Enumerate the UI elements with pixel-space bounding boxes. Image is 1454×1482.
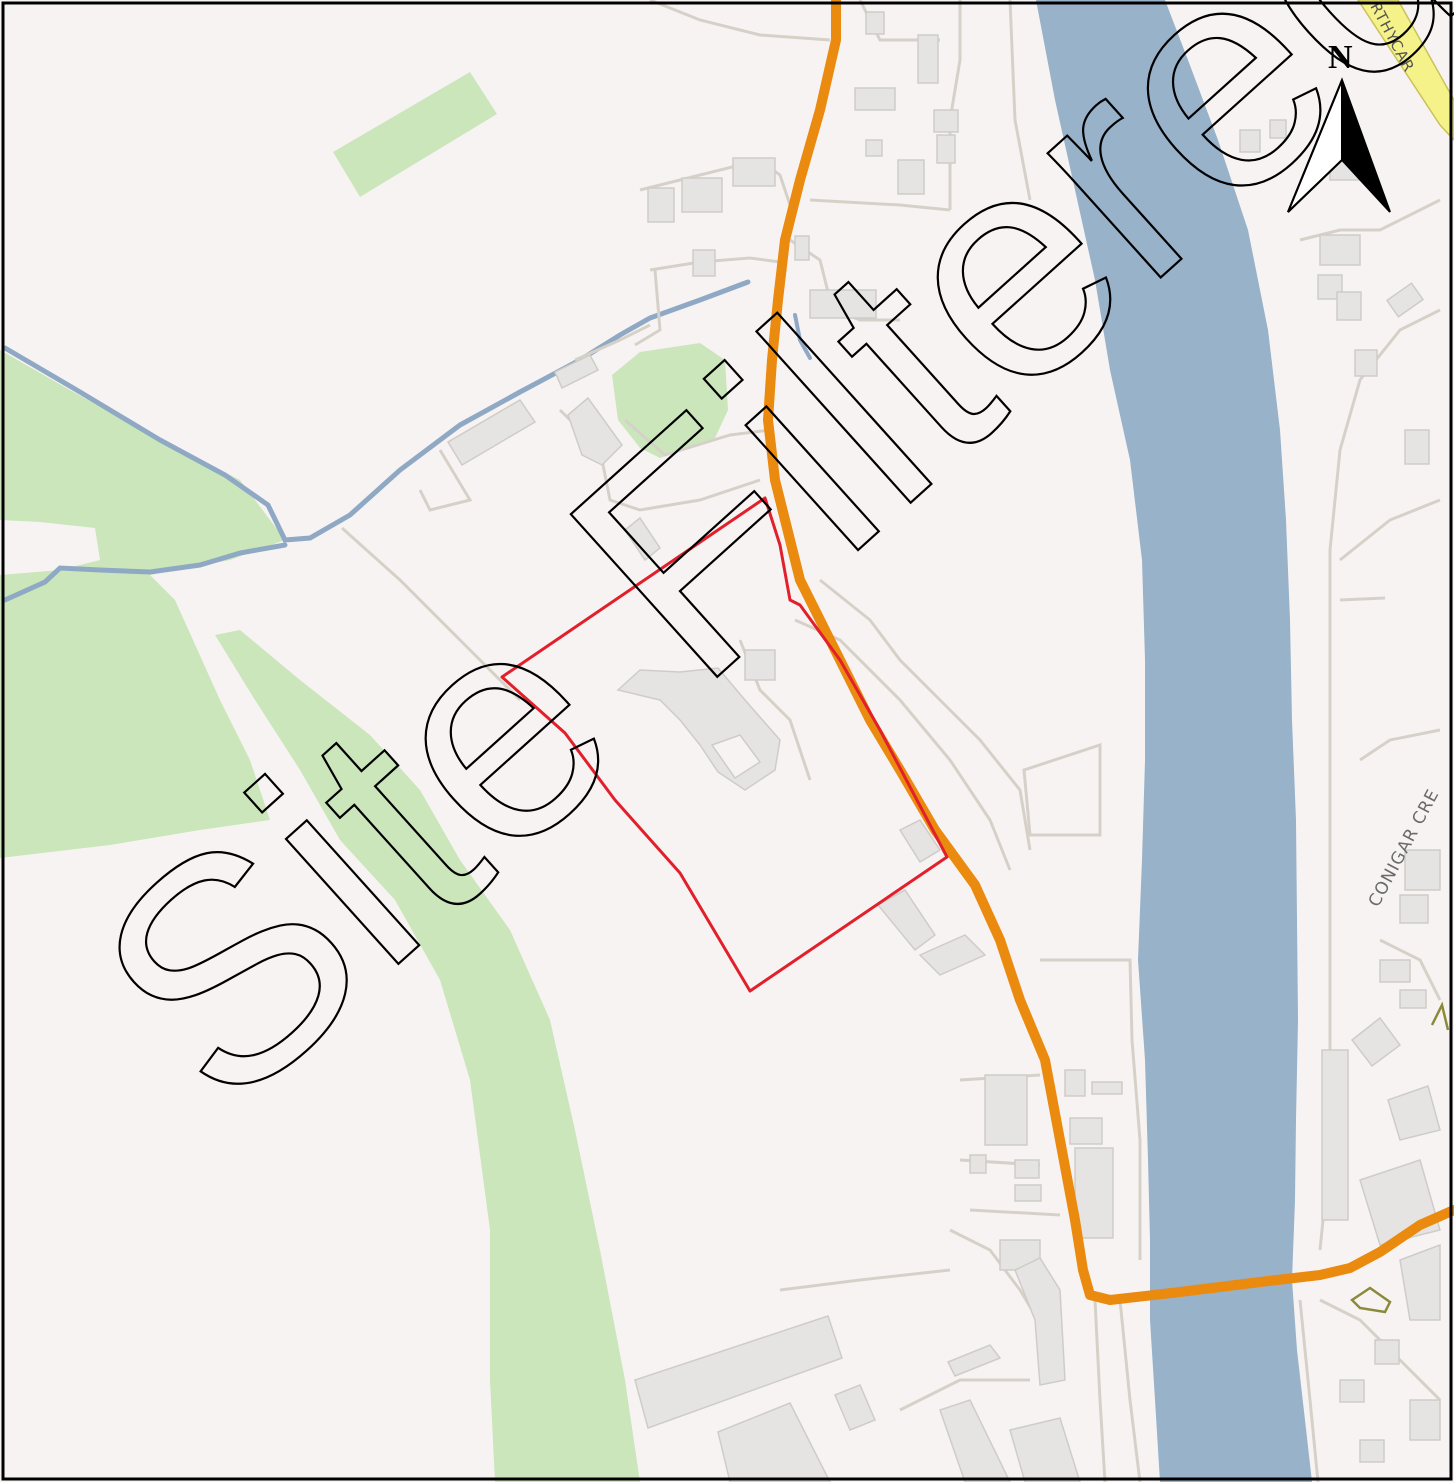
north-arrow-icon [1287,77,1391,213]
green-area-west-top [0,520,100,575]
stream [2,279,751,543]
north-label: N [1328,39,1353,76]
green-rectangle-north [333,72,497,197]
river [1036,0,1312,1482]
green-area-west [0,350,285,858]
stream-branch [2,542,288,603]
green-strip-south [215,630,640,1482]
north-arrow-outline [1287,77,1391,213]
green-spaces [0,72,728,1482]
green-sports-field [612,343,728,458]
buildings [446,11,1441,1482]
minor-roads [340,0,1442,1482]
highway-top-right [1357,0,1454,142]
east-edge-marker [1430,1001,1450,1031]
site-boundary[interactable] [500,496,949,993]
stream-east [793,313,812,360]
main-road [763,0,1454,1305]
east-plot-outline [1350,1286,1392,1314]
